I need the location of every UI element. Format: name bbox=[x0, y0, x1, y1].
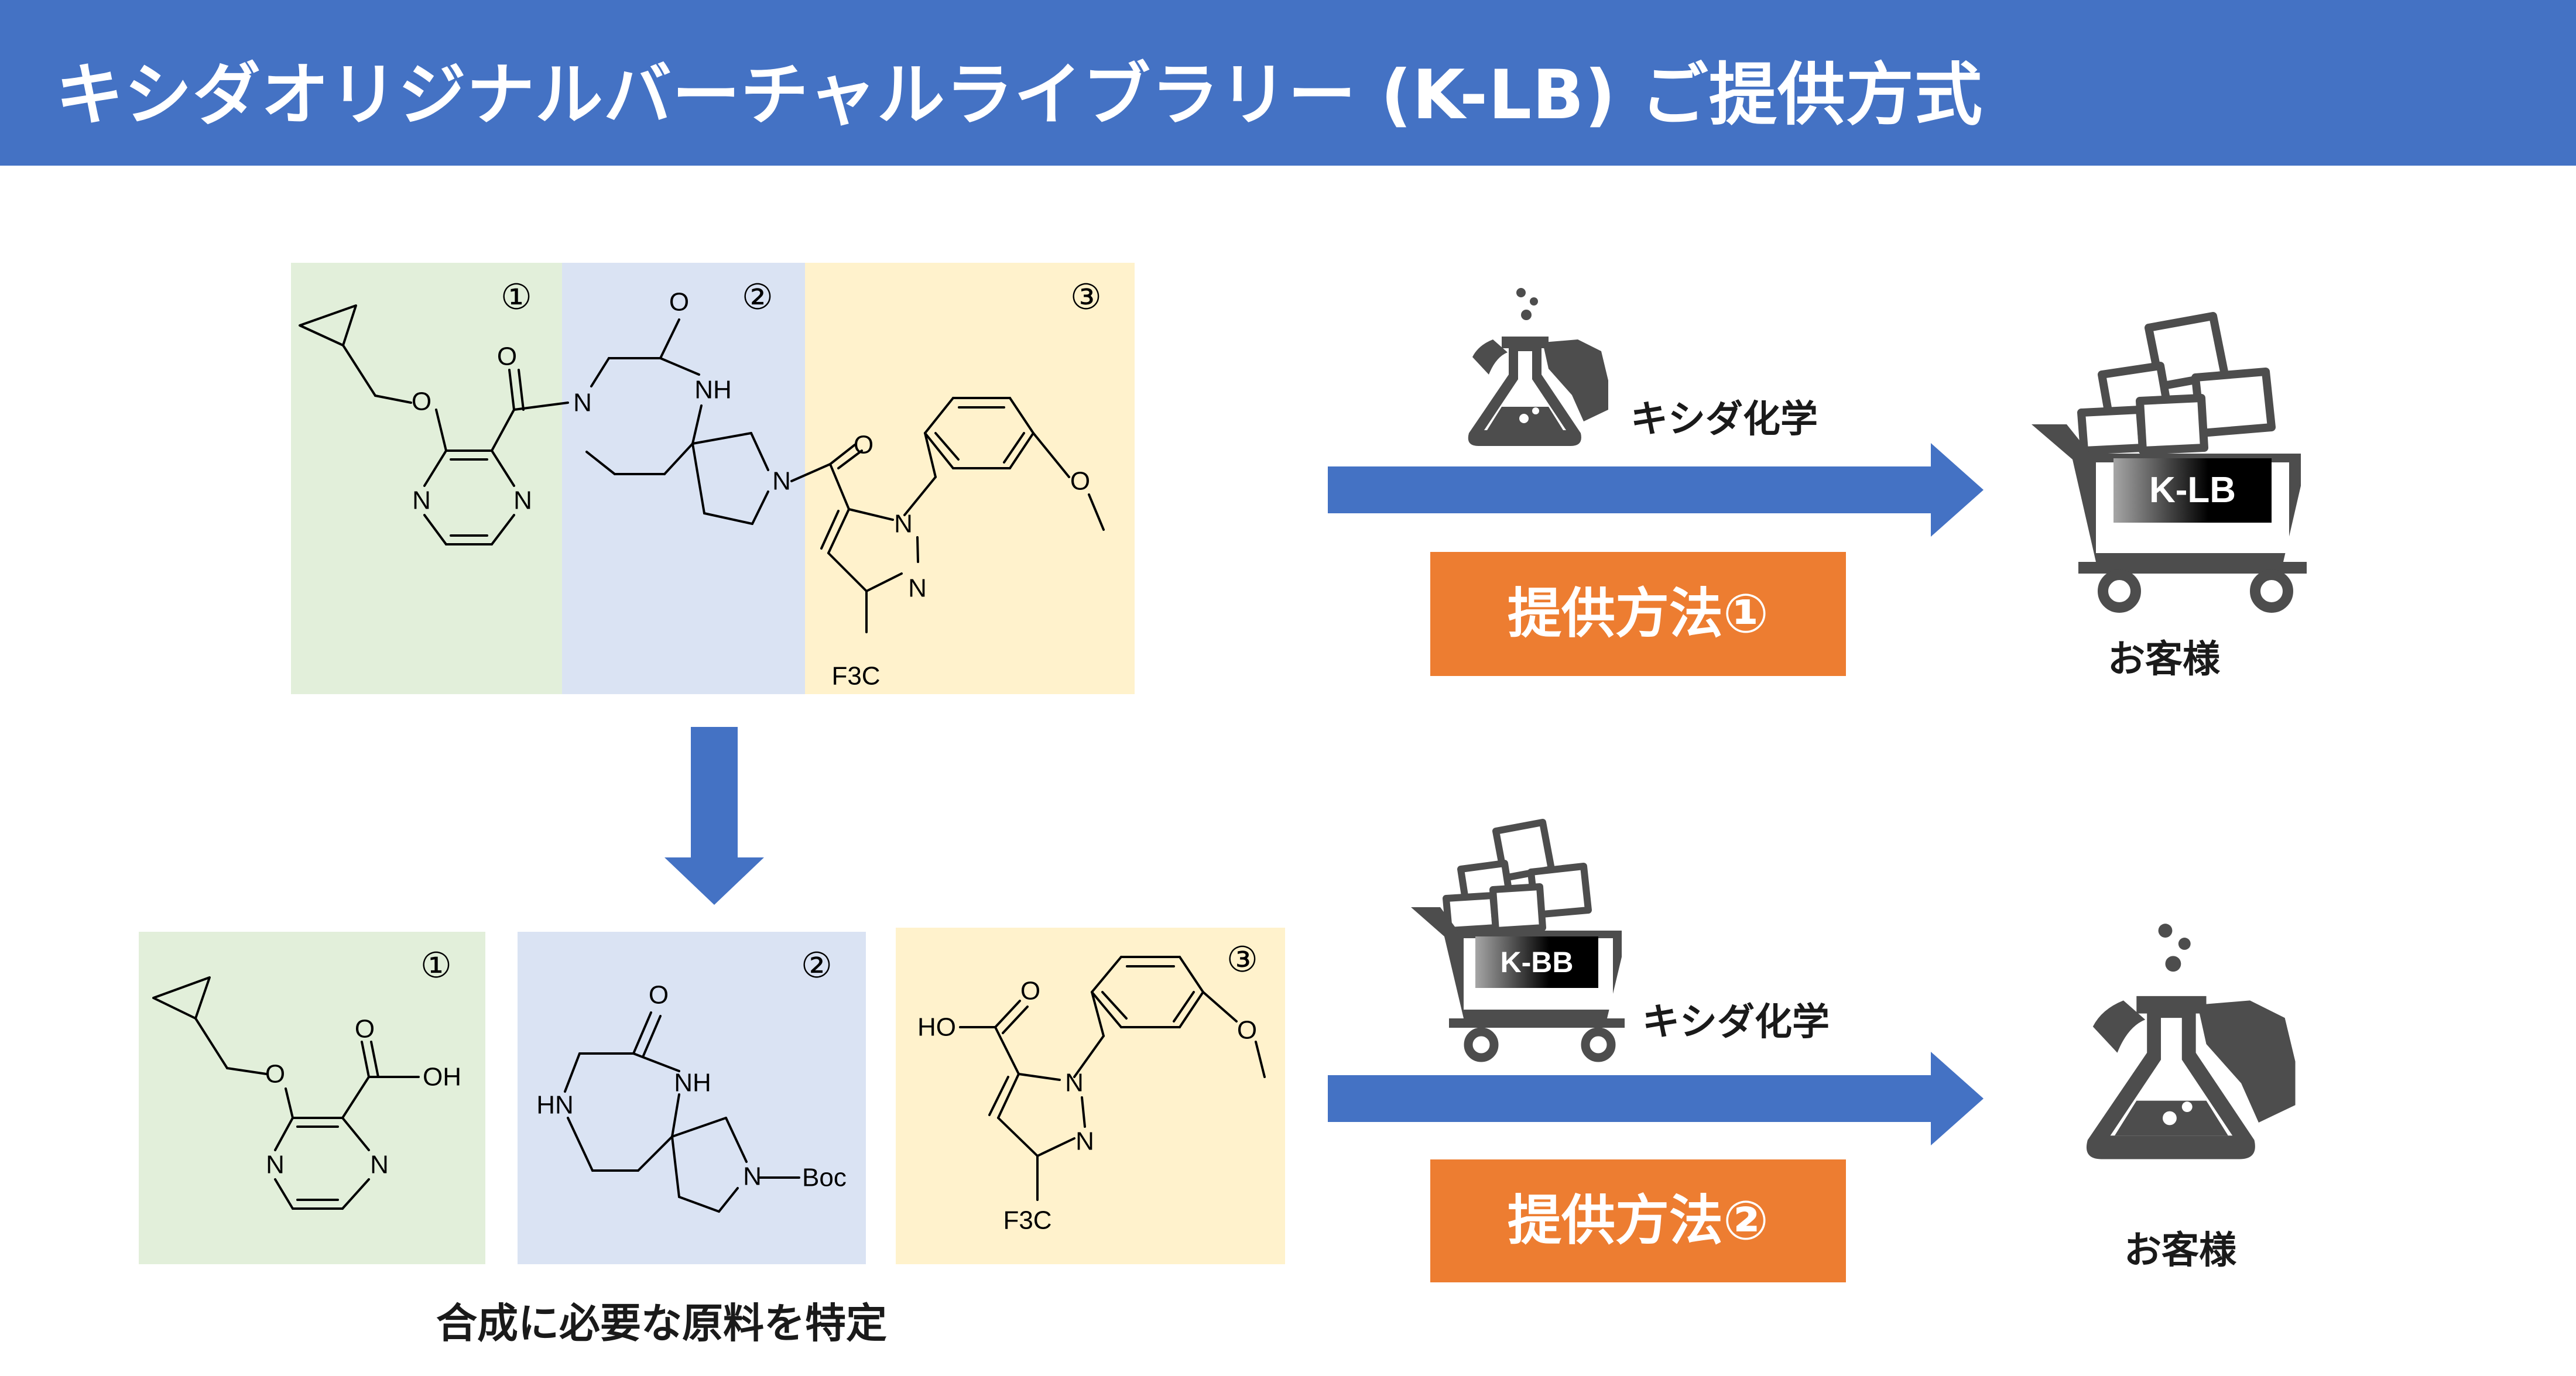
atom-n: N bbox=[573, 389, 592, 417]
supplier-label: キシダ化学 bbox=[1642, 1001, 1830, 1044]
cart-badge: K-BB bbox=[1475, 936, 1598, 988]
atom-cf3: F3C bbox=[831, 662, 880, 691]
atom-o-ether: O bbox=[412, 387, 431, 416]
customer-label: お客様 bbox=[2108, 638, 2220, 681]
top-segment-1-bonds bbox=[299, 304, 569, 545]
atom-n: N bbox=[772, 467, 791, 496]
flask-hand-icon bbox=[1468, 288, 1608, 446]
atom-o: O bbox=[854, 431, 873, 459]
atom-n: N bbox=[908, 574, 927, 603]
atom-o: O bbox=[1070, 467, 1090, 496]
top-panel-segment-3 bbox=[805, 263, 1135, 694]
atom-o: O bbox=[669, 288, 689, 317]
box-icon bbox=[2077, 312, 2276, 455]
segment-number: ③ bbox=[1070, 277, 1102, 318]
supplier-label: キシダ化学 bbox=[1630, 398, 1818, 441]
title-bar: キシダオリジナルバーチャルライブラリー (K-LB) ご提供方式 bbox=[0, 0, 2576, 166]
segment-number: ① bbox=[501, 277, 532, 318]
box-icon bbox=[1443, 819, 1592, 934]
page-title: キシダオリジナルバーチャルライブラリー (K-LB) ご提供方式 bbox=[56, 56, 1983, 135]
top-panel-segment-1 bbox=[291, 263, 562, 694]
atom-n: N bbox=[513, 486, 532, 515]
block-number: ② bbox=[801, 945, 833, 986]
method-1-label: 提供方法① bbox=[1430, 552, 1846, 676]
down-arrow bbox=[664, 727, 764, 905]
atom-o: O bbox=[497, 342, 517, 371]
block-number: ① bbox=[420, 945, 452, 986]
block-number: ③ bbox=[1227, 939, 1258, 980]
atom-n: N bbox=[412, 486, 431, 515]
method-2-label: 提供方法② bbox=[1430, 1159, 1846, 1282]
top-panel-segment-2 bbox=[562, 263, 805, 694]
atom-nh: NH bbox=[694, 376, 732, 404]
customer-label: お客様 bbox=[2124, 1229, 2236, 1272]
right-arrow bbox=[1328, 1052, 1984, 1145]
right-arrow bbox=[1328, 443, 1984, 537]
cart-badge: K-LB bbox=[2113, 458, 2272, 523]
top-segment-2-bonds bbox=[585, 318, 769, 525]
atom-n: N bbox=[894, 510, 913, 538]
caption: 合成に必要な原料を特定 bbox=[436, 1299, 887, 1347]
segment-number: ② bbox=[742, 277, 773, 318]
top-segment-3-bonds bbox=[790, 397, 1105, 633]
shopping-cart-icon bbox=[1411, 819, 1625, 1062]
flask-hand-icon bbox=[2086, 924, 2296, 1159]
